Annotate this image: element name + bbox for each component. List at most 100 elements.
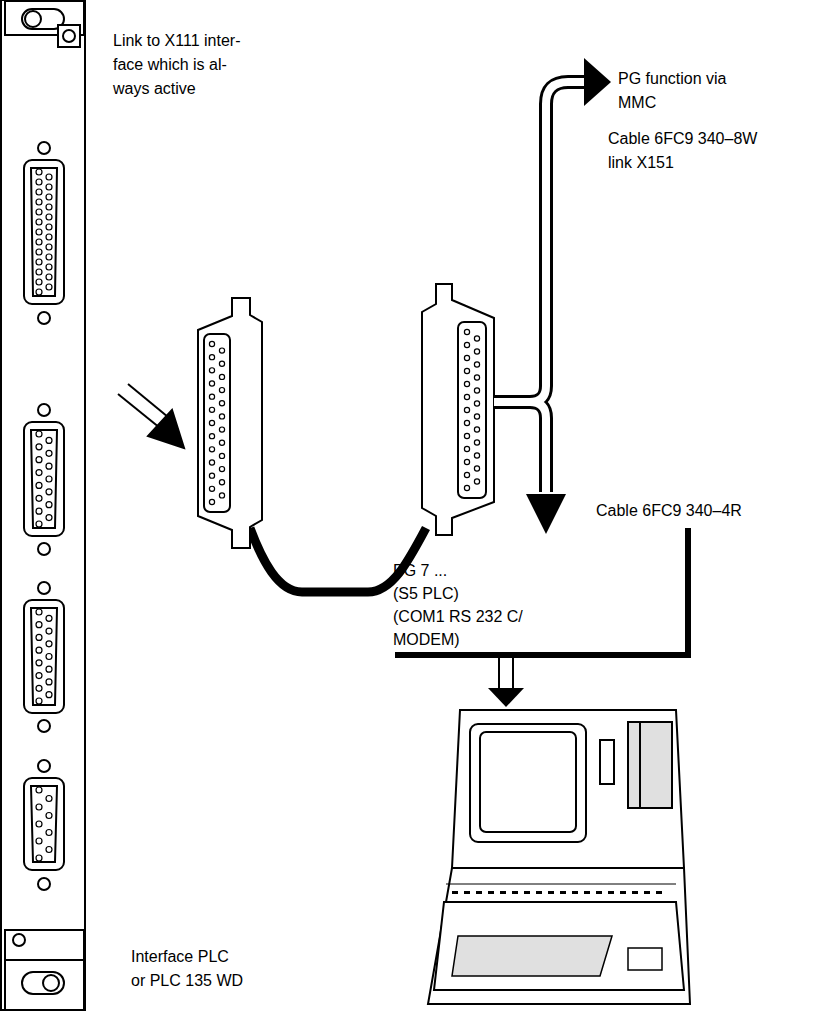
plug-pins xyxy=(209,341,224,504)
plug-pin xyxy=(474,375,479,380)
plug-pin xyxy=(474,427,479,432)
plug-pin xyxy=(219,427,224,432)
connector-screw xyxy=(38,543,50,555)
panel-screw xyxy=(63,30,75,42)
connector-pin xyxy=(36,622,42,628)
plug-shell xyxy=(422,284,494,535)
handle-slot xyxy=(22,972,64,994)
plug-pin xyxy=(219,361,224,366)
connector-pin xyxy=(46,654,52,660)
plug-pin xyxy=(219,374,224,379)
vent-dot xyxy=(476,891,482,894)
connector-pin xyxy=(36,209,42,215)
arrow-head xyxy=(584,58,611,106)
connector-pin xyxy=(46,796,52,802)
pointer-arrow xyxy=(118,384,184,448)
bottom-handle xyxy=(5,960,84,1010)
cable-fill xyxy=(530,402,546,494)
label-text: MODEM) xyxy=(393,629,460,651)
vent-dot xyxy=(536,891,542,894)
label-text: Cable 6FC9 340–4R xyxy=(596,500,742,522)
vent-dot xyxy=(584,891,590,894)
plug-pin xyxy=(464,329,469,334)
connector-pin xyxy=(36,470,42,476)
connector-pin xyxy=(46,224,52,230)
arrow-line xyxy=(498,658,500,690)
connector-pin xyxy=(46,666,52,672)
plug-pin xyxy=(474,440,479,445)
plug-pin xyxy=(464,342,469,347)
connector-pin xyxy=(36,249,42,255)
left-plug xyxy=(198,298,262,548)
connector-pin xyxy=(46,847,52,853)
connector-face xyxy=(31,786,57,862)
connector-pin xyxy=(36,482,42,488)
plug-pin xyxy=(474,466,479,471)
connector-pin xyxy=(46,489,52,495)
panel-screw xyxy=(13,934,25,946)
connector-pin xyxy=(36,457,42,463)
connector-pin xyxy=(46,174,52,180)
connector-pin xyxy=(46,515,52,521)
connector-pin xyxy=(36,634,42,640)
plug-face xyxy=(458,322,486,498)
plug-pin xyxy=(464,472,469,477)
front-panel xyxy=(1,0,85,1010)
connector-pin xyxy=(36,199,42,205)
connector-pin xyxy=(46,476,52,482)
label-text: (COM1 RS 232 C/ xyxy=(393,606,523,628)
connector-shell xyxy=(24,778,64,870)
panel-connectors xyxy=(24,142,64,890)
arrow-line xyxy=(118,394,160,428)
connector-pin xyxy=(46,284,52,290)
vent-dot xyxy=(620,891,626,894)
label-text: MMC xyxy=(618,92,656,114)
connector-face xyxy=(31,608,57,705)
connector-pin xyxy=(46,450,52,456)
plug-pin xyxy=(464,355,469,360)
plug-pin xyxy=(474,479,479,484)
plug-pin xyxy=(219,440,224,445)
plug-pin xyxy=(209,341,214,346)
plug-face xyxy=(204,334,230,512)
vent-dot xyxy=(488,891,494,894)
connector-screw xyxy=(38,312,50,324)
vent-dot xyxy=(512,891,518,894)
plug-pin xyxy=(464,381,469,386)
plug-pin xyxy=(474,388,479,393)
connector-pin xyxy=(46,184,52,190)
connector-pin xyxy=(36,804,42,810)
vent-dot xyxy=(560,891,566,894)
plug-pin xyxy=(474,401,479,406)
branch-cable xyxy=(494,58,611,534)
plug-shell xyxy=(198,298,262,548)
vent-dot xyxy=(524,891,530,894)
connector-pin xyxy=(36,698,42,704)
connector-pin xyxy=(36,660,42,666)
arrow-head xyxy=(488,688,524,707)
label-text: Link to X111 inter- xyxy=(113,30,240,52)
label-text: face which is al- xyxy=(113,54,227,76)
label-text: Interface PLC xyxy=(131,946,229,968)
plug-pin xyxy=(464,459,469,464)
connector-pin xyxy=(46,692,52,698)
arrow-line xyxy=(512,658,514,690)
vent-dot xyxy=(452,891,458,894)
plug-pin xyxy=(209,447,214,452)
connector-pin xyxy=(36,239,42,245)
base xyxy=(428,868,690,1004)
connector-pin xyxy=(36,508,42,514)
connector-pin xyxy=(36,609,42,615)
connector-pin xyxy=(36,855,42,861)
connector-shell xyxy=(24,422,64,536)
computer xyxy=(428,710,690,1004)
drive-bay xyxy=(628,722,672,808)
plug-pin xyxy=(464,446,469,451)
plug-pin xyxy=(209,460,214,465)
plug-pin xyxy=(209,407,214,412)
plug-pin xyxy=(219,480,224,485)
vent-dot xyxy=(644,891,650,894)
keypad xyxy=(628,948,662,970)
connector-screw xyxy=(38,582,50,594)
connector-pin xyxy=(36,685,42,691)
